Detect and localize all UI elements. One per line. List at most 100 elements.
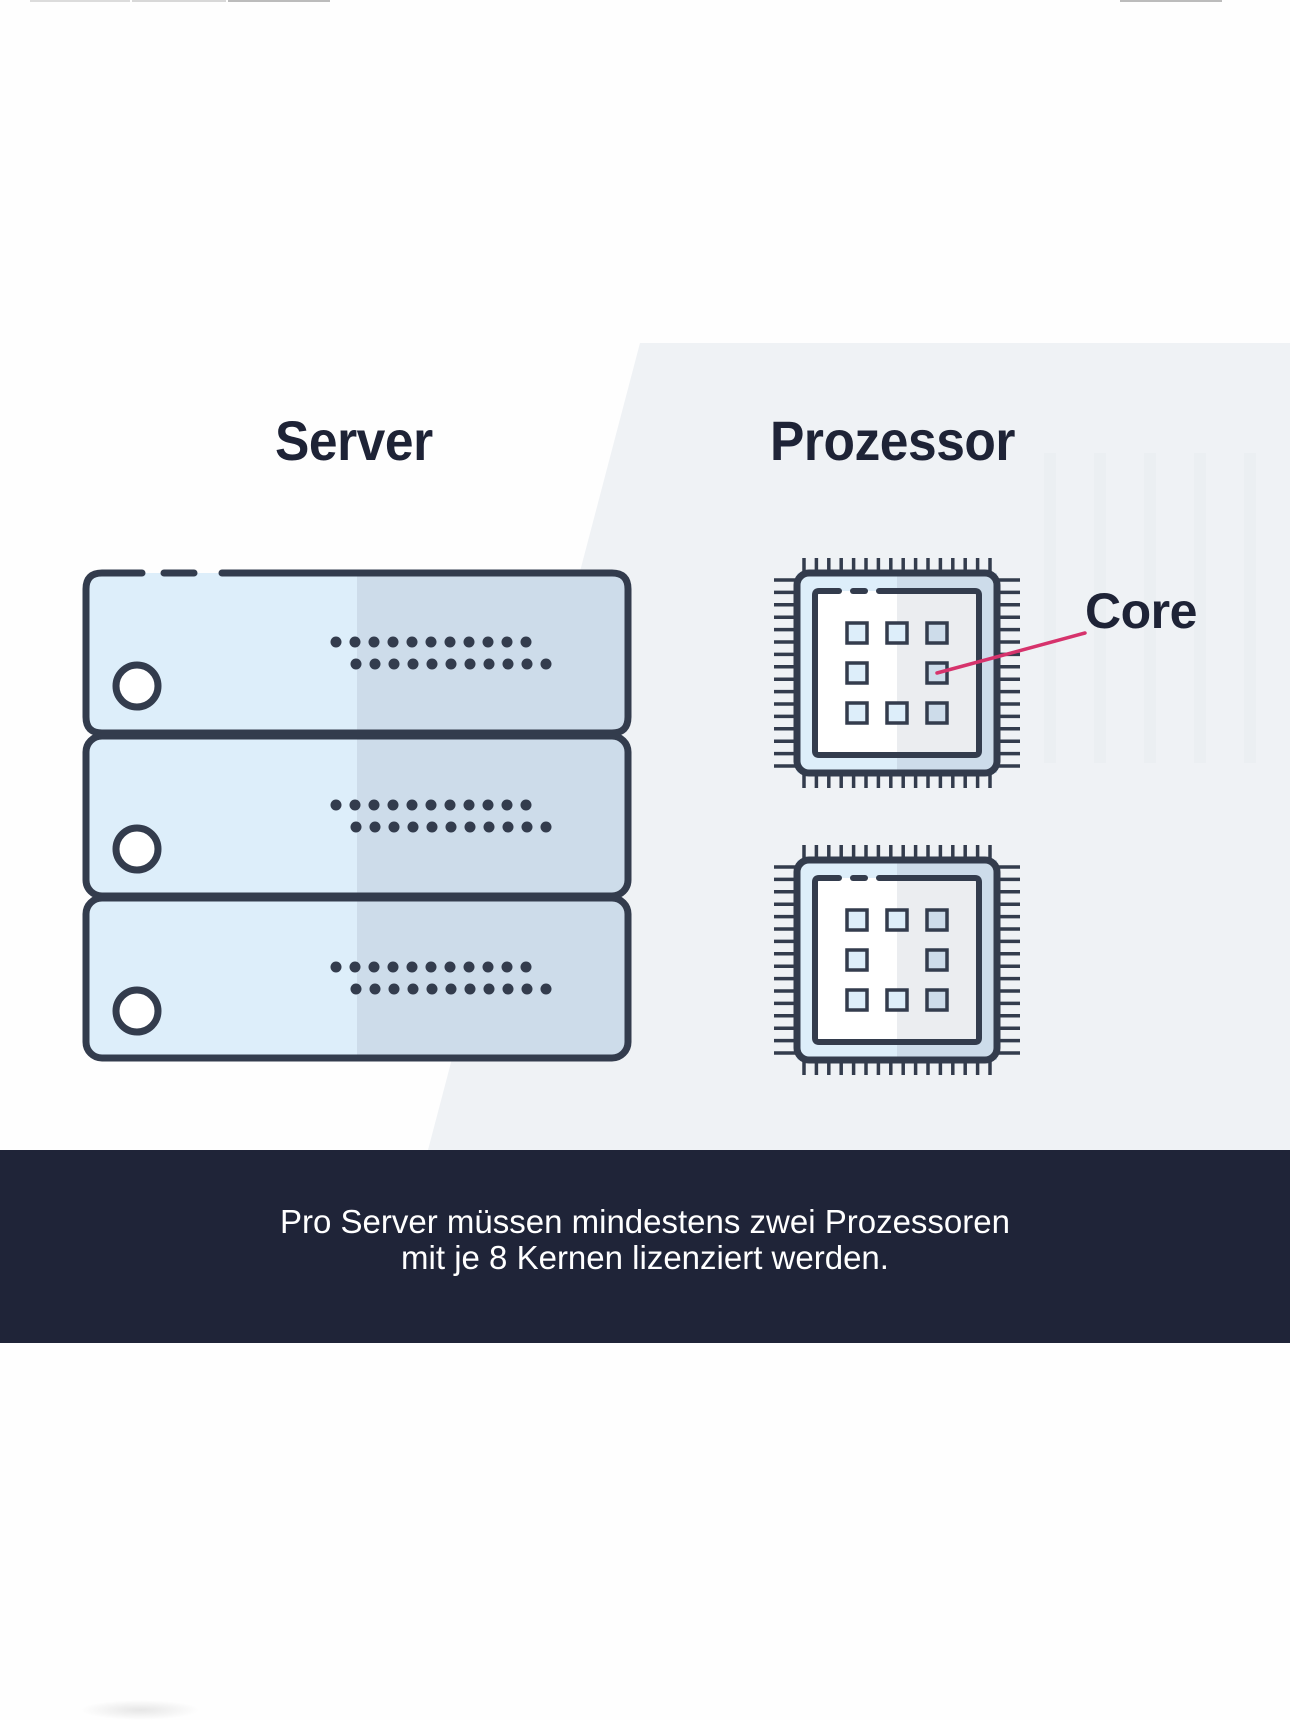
vent-dot [426, 658, 438, 670]
cpu-core-icon [925, 988, 949, 1012]
bottom-shadow [80, 1700, 200, 1720]
vent-dot [483, 658, 495, 670]
vent-dot [425, 961, 437, 973]
top-progress-bars [0, 0, 1290, 3]
vent-dot [521, 821, 533, 833]
vent-dot [444, 636, 456, 648]
core-pointer-line [935, 631, 1087, 675]
vent-dot [482, 961, 494, 973]
cpu-core-icon [845, 948, 869, 972]
vent-dot [463, 636, 475, 648]
vent-dot [369, 983, 381, 995]
licensing-illustration: Server Prozessor [0, 343, 1290, 1150]
vent-dot [501, 961, 513, 973]
vent-dot [502, 983, 514, 995]
vent-dot [482, 636, 494, 648]
caption-band: Pro Server müssen mindestens zwei Prozes… [0, 1150, 1290, 1343]
vent-dot [464, 821, 476, 833]
top-bar-segment [132, 0, 226, 2]
vent-dot [502, 821, 514, 833]
vent-dot [388, 821, 400, 833]
cpu-core-icon [885, 621, 909, 645]
vent-dot [349, 636, 361, 648]
vent-dot [540, 983, 552, 995]
vent-dot [445, 658, 457, 670]
vent-dot [407, 821, 419, 833]
vent-dot [540, 821, 552, 833]
chip-die [812, 875, 982, 1045]
vent-dot [368, 799, 380, 811]
vent-dot [330, 636, 342, 648]
vent-dot [368, 636, 380, 648]
vent-dot [483, 983, 495, 995]
vent-dot [521, 658, 533, 670]
server-unit-3 [82, 894, 632, 1062]
vent-dot [406, 799, 418, 811]
vent-dot [426, 821, 438, 833]
vent-dot [463, 799, 475, 811]
cpu-core-icon [845, 621, 869, 645]
chip-die [812, 588, 982, 758]
vent-dot [406, 961, 418, 973]
cpu-core-icon [845, 908, 869, 932]
vent-dot [388, 658, 400, 670]
vent-dot [407, 983, 419, 995]
vent-dot [540, 658, 552, 670]
vent-dot [349, 961, 361, 973]
vent-dot [350, 821, 362, 833]
vent-dot [350, 658, 362, 670]
vent-dot [445, 821, 457, 833]
vent-dot [501, 799, 513, 811]
cpu-core-icon [885, 701, 909, 725]
vent-dot [520, 961, 532, 973]
vent-dot [425, 636, 437, 648]
vent-dot [502, 658, 514, 670]
caption-line-2: mit je 8 Kernen lizenziert werden. [401, 1238, 889, 1276]
processor-1-icon [774, 558, 1020, 788]
server-rack-icon [82, 558, 1087, 1075]
server-heading: Server [275, 409, 433, 472]
vent-dot [520, 799, 532, 811]
server-unit-1 [82, 569, 632, 737]
processor-heading: Prozessor [770, 409, 1015, 472]
top-bar-segment [30, 0, 130, 2]
cpu-core-icon [845, 988, 869, 1012]
vent-dot [349, 799, 361, 811]
vent-dot [407, 658, 419, 670]
vent-dot [482, 799, 494, 811]
vent-dot [520, 636, 532, 648]
power-button-icon [112, 824, 162, 874]
vent-dot [444, 799, 456, 811]
cpu-core-icon [925, 908, 949, 932]
vent-dot [369, 821, 381, 833]
vent-dot [387, 799, 399, 811]
vent-dot [444, 961, 456, 973]
vent-dot [330, 799, 342, 811]
server-unit-2 [82, 732, 632, 900]
top-bar-segment [228, 0, 330, 2]
cpu-core-icon [845, 701, 869, 725]
cpu-core-icon [885, 988, 909, 1012]
vent-dot [521, 983, 533, 995]
top-bar-segment [1120, 0, 1222, 2]
chip-package [793, 856, 1001, 1064]
core-label: Core [1085, 583, 1197, 639]
power-button-icon [112, 986, 162, 1036]
vent-dot [369, 658, 381, 670]
caption-line-1: Pro Server müssen mindestens zwei Prozes… [280, 1202, 1010, 1240]
vent-dot [406, 636, 418, 648]
vent-dot [501, 636, 513, 648]
cpu-core-icon [925, 621, 949, 645]
vent-dot [387, 636, 399, 648]
caption-text: Pro Server müssen mindestens zwei Prozes… [280, 1202, 1010, 1276]
vent-dot [350, 983, 362, 995]
vent-dot [445, 983, 457, 995]
processor-2-icon [774, 845, 1020, 1075]
cpu-core-icon [845, 661, 869, 685]
vent-dot [464, 983, 476, 995]
vent-dot [387, 961, 399, 973]
cpu-core-icon [925, 948, 949, 972]
vent-dot [425, 799, 437, 811]
cpu-core-icon [885, 908, 909, 932]
vent-dot [483, 821, 495, 833]
